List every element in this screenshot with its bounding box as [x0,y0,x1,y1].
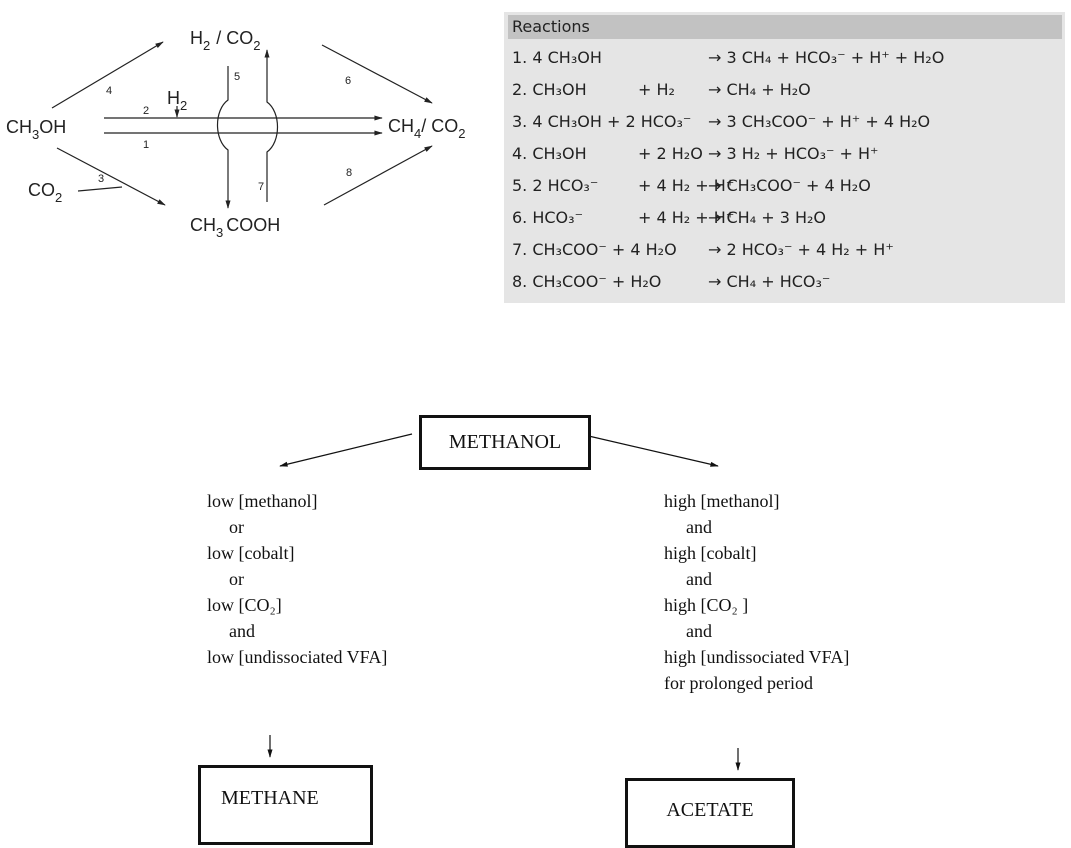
acetate-box: ACETATE [625,778,795,848]
arrow-5 [217,66,231,209]
pathway-number-5: 5 [234,71,240,83]
reaction-lhs: 4. CH₃OH [512,144,587,163]
reaction-lhs: 6. HCO₃⁻ [512,208,584,227]
reaction-reactant: + H₂ [638,80,675,99]
condition-line: for prolonged period [664,673,813,693]
pathway-number-2: 2 [143,105,149,117]
arrow-co2-input [77,186,123,192]
arrow-to-left-branch [279,433,413,467]
reaction-row: 2. CH₃OH + H₂ → CH₄ + H₂O [512,76,1068,104]
reaction-rhs: → CH₄ + H₂O [708,80,811,99]
condition-line: low [undissociated VFA] [207,647,388,667]
reaction-lhs: 5. 2 HCO₃⁻ [512,176,599,195]
condition-line: high [undissociated VFA] [664,647,850,667]
reaction-reactant: + 4 H₂ + H⁺ [638,176,735,195]
reaction-lhs: 1. 4 CH₃OH [512,48,602,67]
reaction-lhs: 3. 4 CH₃OH + 2 HCO₃⁻ [512,112,692,131]
reaction-row: 7. CH₃COO⁻ + 4 H₂O → 2 HCO₃⁻ + 4 H₂ + H⁺ [512,236,1068,264]
arrow-to-right-branch [579,433,719,467]
pathway-number-6: 6 [345,75,351,87]
condition-line: high [methanol] [664,491,780,511]
condition-line: low [cobalt] [207,543,295,563]
flowchart-arrows [267,433,741,771]
node-ch3oh: CH3OH [6,117,66,142]
methane-box: METHANE [198,765,373,845]
condition-line: high [cobalt] [664,543,757,563]
condition-line: low [methanol] [207,491,318,511]
reaction-rhs: → 3 H₂ + HCO₃⁻ + H⁺ [708,144,879,163]
condition-connector: and [686,517,712,537]
right-conditions: high [methanol] and high [cobalt] and hi… [664,488,849,696]
reaction-lhs: 7. CH₃COO⁻ + 4 H₂O [512,240,677,259]
pathway-number-7: 7 [258,181,264,193]
reaction-rhs: → CH₄ + HCO₃⁻ [708,272,831,291]
reaction-rhs: → CH₄ + 3 H₂O [708,208,826,227]
arrow-6 [321,44,433,104]
arrow-3 [56,147,166,206]
methanol-flowchart: METHANOL low [methanol] or low [cobalt] … [0,400,1071,848]
reaction-rhs: → CH₃COO⁻ + 4 H₂O [708,176,871,195]
condition-line: high [CO₂ ] [664,595,749,615]
condition-line: low [CO₂] [207,595,282,615]
reaction-reactant: + 4 H₂ + H⁺ [638,208,735,227]
reaction-row: 3. 4 CH₃OH + 2 HCO₃⁻ → 3 CH₃COO⁻ + H⁺ + … [512,108,1068,136]
reaction-row: 5. 2 HCO₃⁻ + 4 H₂ + H⁺ → CH₃COO⁻ + 4 H₂O [512,172,1068,200]
reaction-row: 1. 4 CH₃OH → 3 CH₄ + HCO₃⁻ + H⁺ + H₂O [512,44,1068,72]
methanol-box: METHANOL [419,415,591,470]
reaction-row: 6. HCO₃⁻ + 4 H₂ + H⁺ → CH₄ + 3 H₂O [512,204,1068,232]
condition-connector: and [686,569,712,589]
reaction-lhs: 2. CH₃OH [512,80,587,99]
condition-connector: and [686,621,712,641]
arrow-4 [51,41,164,109]
reactions-header: Reactions [508,15,1062,39]
arrow-8 [323,145,433,206]
reaction-lhs: 8. CH₃COO⁻ + H₂O [512,272,662,291]
node-co2: CO2 [28,180,62,205]
reaction-reactant: + 2 H₂O [638,144,703,163]
condition-connector: and [229,621,255,641]
pathway-number-8: 8 [346,167,352,179]
node-h2-co2: H2/ CO2 [190,28,260,53]
condition-connector: or [229,517,244,537]
reaction-row: 4. CH₃OH + 2 H₂O → 3 H₂ + HCO₃⁻ + H⁺ [512,140,1068,168]
condition-connector: or [229,569,244,589]
node-ch4-co2: CH4/ CO2 [388,116,465,141]
reaction-rhs: → 3 CH₃COO⁻ + H⁺ + 4 H₂O [708,112,931,131]
reactions-table: Reactions 1. 4 CH₃OH → 3 CH₄ + HCO₃⁻ + H… [504,12,1065,303]
left-conditions: low [methanol] or low [cobalt] or low [C… [207,488,387,670]
pathway-number-4: 4 [106,85,112,97]
reaction-rhs: → 3 CH₄ + HCO₃⁻ + H⁺ + H₂O [708,48,945,67]
reaction-row: 8. CH₃COO⁻ + H₂O → CH₄ + HCO₃⁻ [512,268,1068,296]
arrow-7 [264,49,278,202]
pathway-number-3: 3 [98,173,104,185]
node-h2-input: H2 [167,88,187,113]
pathway-number-1: 1 [143,139,149,151]
reaction-rhs: → 2 HCO₃⁻ + 4 H₂ + H⁺ [708,240,894,259]
